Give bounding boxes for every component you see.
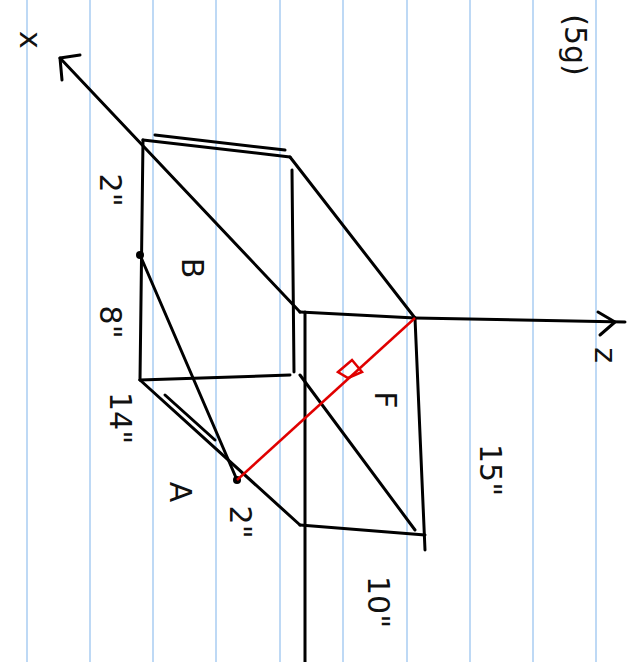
dimension-label: 8" (95, 306, 125, 339)
points (136, 251, 241, 484)
ruled-lines (27, 0, 596, 662)
face-label: F (370, 391, 400, 408)
point-label: A (165, 482, 195, 503)
red-line (237, 318, 415, 480)
dimension-label: 15" (475, 444, 505, 496)
figure-number: (5g) (560, 14, 590, 76)
dimension-label: 2" (95, 174, 125, 207)
dimension-label: 10" (363, 576, 393, 628)
dimension-label: 2" (225, 506, 255, 539)
point-label: B (177, 258, 207, 279)
box-sketch (60, 55, 625, 662)
axis-label: x (15, 31, 45, 49)
dimension-label: 14" (105, 392, 135, 444)
axis-label: z (590, 347, 620, 363)
